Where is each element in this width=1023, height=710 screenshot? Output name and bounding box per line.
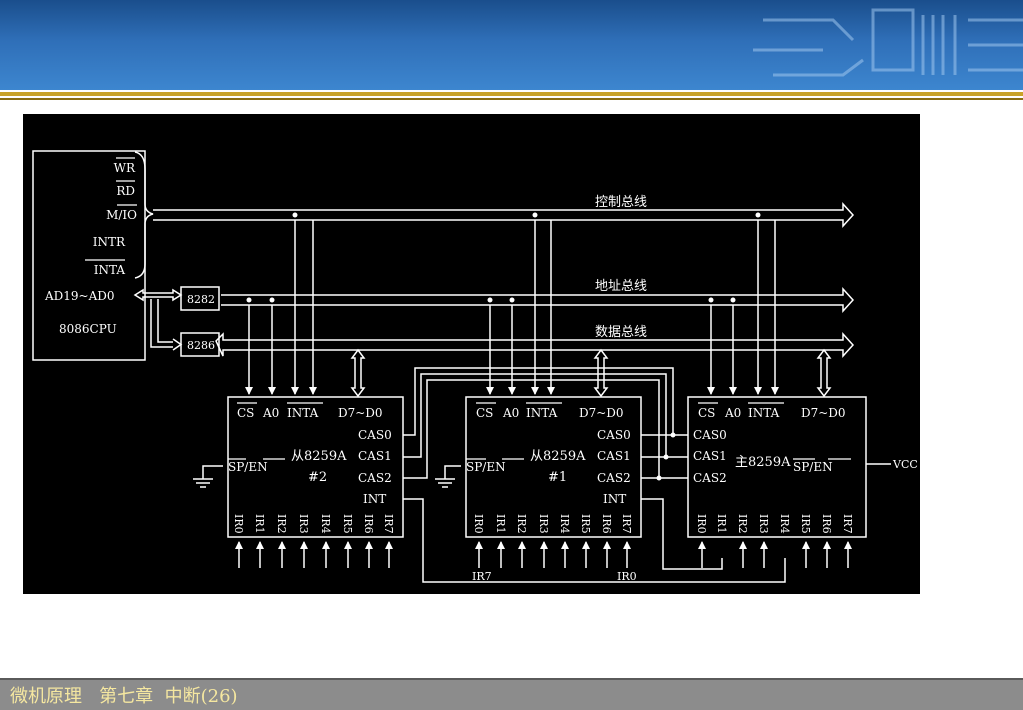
cpu-signal-inta: INTA <box>94 263 126 277</box>
master-ir6-label: IR6 <box>820 514 833 534</box>
slave2-a0: A0 <box>262 406 279 420</box>
slave2-cas0: CAS0 <box>358 428 392 442</box>
slave2-int: INT <box>363 492 386 506</box>
slave2-title: 从8259A <box>291 449 347 464</box>
slave2-id: #2 <box>308 470 327 485</box>
slave1-ir6-label: IR6 <box>600 514 613 534</box>
slave1-ir0-label: IR0 <box>472 514 485 534</box>
slave2-data: D7~D0 <box>338 406 383 420</box>
master-inta: INTA <box>748 406 780 420</box>
slave2-chip-box <box>227 396 404 538</box>
master-sp-en: SP/EN <box>793 460 833 474</box>
slave1-cas1: CAS1 <box>597 449 631 463</box>
master-cs: CS <box>698 406 715 420</box>
master-a0: A0 <box>724 406 741 420</box>
slave1-ir2-label: IR2 <box>515 514 528 534</box>
slave1-ir3-label: IR3 <box>537 514 550 534</box>
header-circuit-decoration <box>753 8 1023 77</box>
control-bus-label: 控制总线 <box>595 195 647 210</box>
slave1-cas0: CAS0 <box>597 428 631 442</box>
slave1-cs: CS <box>476 406 493 420</box>
cpu-signal-mio: M/IO <box>106 208 137 222</box>
slave1-ir7-label: IR7 <box>620 514 633 534</box>
latch-8282-label: 8282 <box>187 293 215 306</box>
master-ir7-label: IR7 <box>841 514 854 534</box>
cpu-signal-wr: WR <box>114 161 136 175</box>
slave1-cas2: CAS2 <box>597 471 631 485</box>
slave1-data: D7~D0 <box>579 406 624 420</box>
vcc-label: VCC <box>892 458 918 471</box>
transceiver-8286-box <box>180 332 220 357</box>
address-bus-label: 地址总线 <box>595 279 647 294</box>
control-bus <box>153 202 855 228</box>
slave2-ir3-label: IR3 <box>297 514 310 534</box>
slave1-ir5-label: IR5 <box>579 514 592 534</box>
slave2-ir4-label: IR4 <box>319 514 332 534</box>
slave1-inta: INTA <box>526 406 558 420</box>
diagram-canvas: WR RD M/IO INTR INTA AD19~AD0 8086CPU 82… <box>32 150 918 583</box>
master-chip-box <box>687 396 867 538</box>
slave2-ir6-label: IR6 <box>362 514 375 534</box>
master-ir3-label: IR3 <box>757 514 770 534</box>
ir-pin-labels: IR0 IR1 IR2 IR3 IR4 IR5 IR6 IR7 IR0 IR1 IR2 IR3 IR4 I… <box>232 514 854 534</box>
slave1-a0: A0 <box>502 406 519 420</box>
gold-divider-thin <box>0 98 1023 100</box>
master-title: 主8259A <box>735 455 791 470</box>
master-ir2-label: IR2 <box>736 514 749 534</box>
data-bus-label: 数据总线 <box>595 325 647 340</box>
footer-bar: 微机原理 第七章 中断(26) <box>0 678 1023 710</box>
cpu-name: 8086CPU <box>59 322 117 336</box>
slave2-ir1-label: IR1 <box>253 514 266 534</box>
master-data: D7~D0 <box>801 406 846 420</box>
slave2-ir7-label: IR7 <box>382 514 395 534</box>
master-ir5-label: IR5 <box>799 514 812 534</box>
slave2-cs: CS <box>237 406 254 420</box>
slave1-int: INT <box>603 492 626 506</box>
master-cas1: CAS1 <box>693 449 727 463</box>
latch-8282-box <box>180 286 220 311</box>
transceiver-8286-label: 8286 <box>187 339 215 352</box>
slave2-cas1: CAS1 <box>358 449 392 463</box>
cpu-signal-rd: RD <box>116 184 135 198</box>
slave2-cas2: CAS2 <box>358 471 392 485</box>
slave1-ir1-label: IR1 <box>494 514 507 534</box>
footer-chapter-title: 微机原理 第七章 中断(26) <box>10 686 238 707</box>
slave1-title: 从8259A <box>530 449 586 464</box>
master-ir0-label: IR0 <box>695 514 708 534</box>
cpu-ad-label: AD19~AD0 <box>44 289 115 303</box>
address-bus <box>221 287 855 313</box>
slave2-ir2-label: IR2 <box>275 514 288 534</box>
slave1-sp-en: SP/EN <box>466 460 506 474</box>
master-ir4-label: IR4 <box>778 514 791 534</box>
slave1-chip-box <box>465 396 642 538</box>
slave2-sp-en: SP/EN <box>228 460 268 474</box>
master-cas2: CAS2 <box>693 471 727 485</box>
master-cas0: CAS0 <box>693 428 727 442</box>
gold-divider <box>0 92 1023 96</box>
cascade-ir0-label: IR0 <box>617 570 637 583</box>
slave2-inta: INTA <box>287 406 319 420</box>
slave2-ir0-label: IR0 <box>232 514 245 534</box>
data-bus <box>215 332 855 358</box>
slave1-id: #1 <box>548 470 567 485</box>
slave2-ir5-label: IR5 <box>341 514 354 534</box>
cpu-signal-intr: INTR <box>93 235 126 249</box>
master-ir1-label: IR1 <box>715 514 728 534</box>
header-band <box>0 0 1023 90</box>
control-brace <box>134 151 154 279</box>
ad-bus-arrow <box>133 288 183 302</box>
slave1-ir4-label: IR4 <box>558 514 571 534</box>
cascade-8259a-diagram: WR RD M/IO INTR INTA AD19~AD0 8086CPU 82… <box>23 114 920 594</box>
cascade-ir7-label: IR7 <box>472 570 492 583</box>
